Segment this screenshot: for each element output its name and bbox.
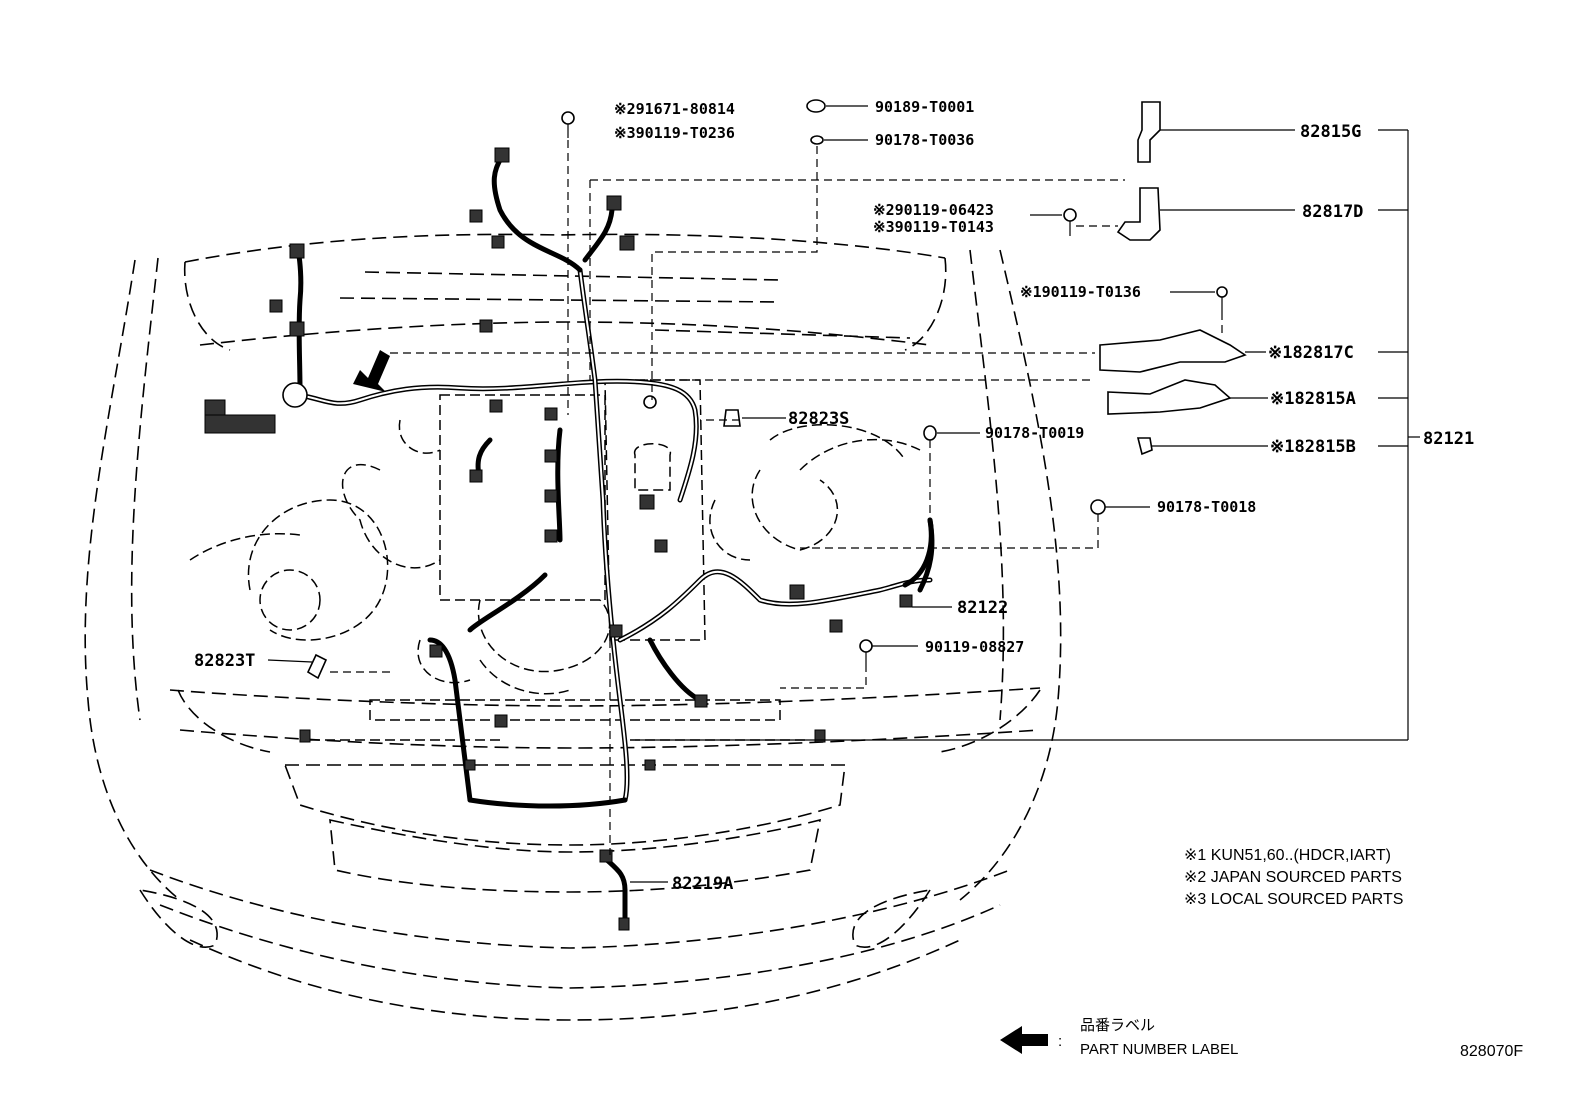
- callout-82815a: ※182815A: [1270, 389, 1356, 409]
- callout-82122: 82122: [957, 598, 1008, 618]
- callouts: ※291671-80814 ※390119-T0236 90189-T0001 …: [194, 98, 1474, 894]
- nut-icon-90189-t0001: [806, 99, 826, 113]
- wire-82219a: [599, 849, 630, 931]
- callout-82219a: 82219A: [672, 874, 733, 894]
- protector-82815a: [1107, 379, 1232, 415]
- note-3: ※3 LOCAL SOURCED PARTS: [1184, 891, 1403, 908]
- callout-90189-t0001: 90189-T0001: [875, 98, 974, 116]
- legend-label-en: PART NUMBER LABEL: [1080, 1041, 1238, 1058]
- footnotes: ※1 KUN51,60..(HDCR,IART) ※2 JAPAN SOURCE…: [1184, 847, 1403, 908]
- callout-90119-t0236: ※390119-T0236: [614, 124, 735, 142]
- nut-icon-90178-t0019: [923, 425, 937, 441]
- nut-icon-90178-t0036: [810, 135, 824, 145]
- callout-90119-t0136: ※190119-T0136: [1020, 283, 1141, 301]
- callout-90119-06423: ※290119-06423: [873, 201, 994, 219]
- cap-icon-82823s: [723, 409, 741, 427]
- note-2: ※2 JAPAN SOURCED PARTS: [1184, 869, 1402, 886]
- install-lines: [330, 140, 1223, 855]
- legend-colon: :: [1058, 1033, 1062, 1050]
- engine-block: [189, 379, 921, 741]
- cap-icon-82823t: [306, 653, 328, 680]
- part-number-label-arrow: [353, 350, 390, 392]
- vehicle-body-outline: [84, 233, 1062, 1021]
- legend-arrow-icon: [1000, 1026, 1048, 1054]
- clamp-82815b: [1136, 437, 1153, 456]
- bracket-82815g: [1137, 101, 1161, 163]
- wire-82122: [899, 517, 934, 608]
- leader-lines: [267, 105, 1420, 883]
- bolt-icon-90119-08827: [859, 639, 873, 664]
- callout-82823s: 82823S: [788, 409, 849, 429]
- callout-90178-t0019: 90178-T0019: [985, 424, 1084, 442]
- callout-90119-08827: 90119-08827: [925, 638, 1024, 656]
- callout-82817c: ※182817C: [1268, 343, 1354, 363]
- callout-91671-80814: ※291671-80814: [614, 100, 735, 118]
- callout-90178-t0036: 90178-T0036: [875, 131, 974, 149]
- bolt-icon-90119-06423: [1063, 208, 1077, 236]
- bracket-82817d: [1116, 187, 1161, 241]
- callout-82817d: 82817D: [1302, 202, 1363, 222]
- callout-90178-t0018: 90178-T0018: [1157, 498, 1256, 516]
- bolt-icon-90119-t0136: [1216, 286, 1228, 312]
- callout-82815b: ※182815B: [1270, 437, 1356, 457]
- callout-82815g: 82815G: [1300, 122, 1361, 142]
- diagram-ref-code: 828070F: [1460, 1043, 1523, 1060]
- nut-icon-90178-t0018: [1090, 499, 1106, 515]
- legend: : 品番ラベル PART NUMBER LABEL: [1000, 1017, 1238, 1058]
- note-1: ※1 KUN51,60..(HDCR,IART): [1184, 847, 1391, 864]
- protector-82817c: [1099, 329, 1247, 373]
- callout-90119-t0143: ※390119-T0143: [873, 218, 994, 236]
- legend-label-jp: 品番ラベル: [1080, 1017, 1155, 1034]
- callout-82823t: 82823T: [194, 651, 255, 671]
- bolt-icon-91671-80814: [561, 111, 575, 138]
- callout-82121: 82121: [1423, 429, 1474, 449]
